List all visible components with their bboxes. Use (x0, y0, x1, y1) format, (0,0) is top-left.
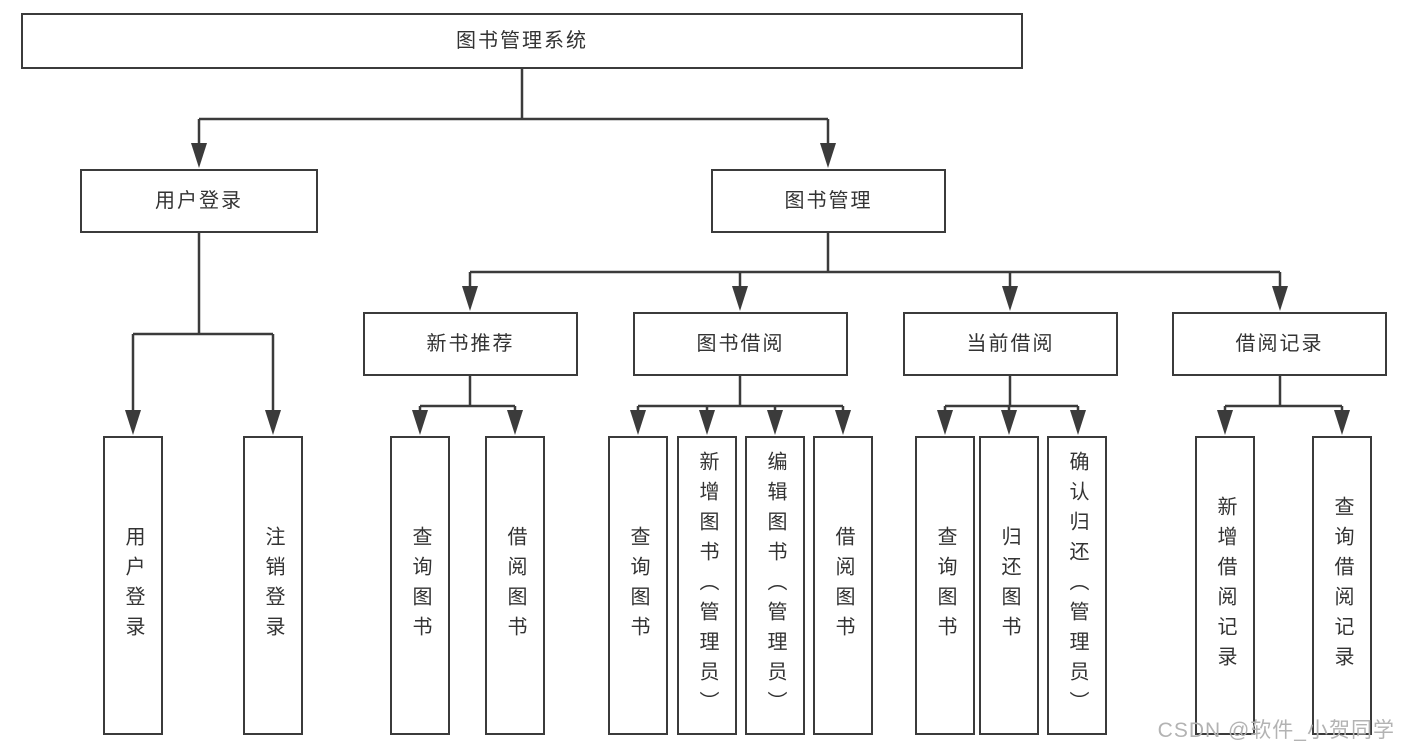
node-book-borrow: 图书借阅 (633, 312, 848, 376)
node-book-management: 图书管理 (711, 169, 946, 233)
connector-paths (131, 68, 1344, 413)
node-borrow-records: 借阅记录 (1172, 312, 1387, 376)
arrowheads (125, 143, 1350, 435)
leaf-cb-query-book: 查询图书 (915, 436, 975, 735)
leaf-cb-confirm-return: 确认归还（管理员） (1047, 436, 1107, 735)
leaf-nbr-query-book: 查询图书 (390, 436, 450, 735)
leaf-bb-add-book: 新增图书（管理员） (677, 436, 737, 735)
node-current-borrow: 当前借阅 (903, 312, 1118, 376)
node-new-book-recommend: 新书推荐 (363, 312, 578, 376)
leaf-br-query-record: 查询借阅记录 (1312, 436, 1372, 735)
leaf-br-add-record: 新增借阅记录 (1195, 436, 1255, 735)
leaf-logout-login: 注销登录 (243, 436, 303, 735)
leaf-bb-query-book: 查询图书 (608, 436, 668, 735)
leaf-bb-borrow-book: 借阅图书 (813, 436, 873, 735)
node-root: 图书管理系统 (21, 13, 1023, 69)
leaf-user-login: 用户登录 (103, 436, 163, 735)
leaf-nbr-borrow-book: 借阅图书 (485, 436, 545, 735)
leaf-bb-edit-book: 编辑图书（管理员） (745, 436, 805, 735)
leaf-cb-return-book: 归还图书 (979, 436, 1039, 735)
node-user-login: 用户登录 (80, 169, 318, 233)
